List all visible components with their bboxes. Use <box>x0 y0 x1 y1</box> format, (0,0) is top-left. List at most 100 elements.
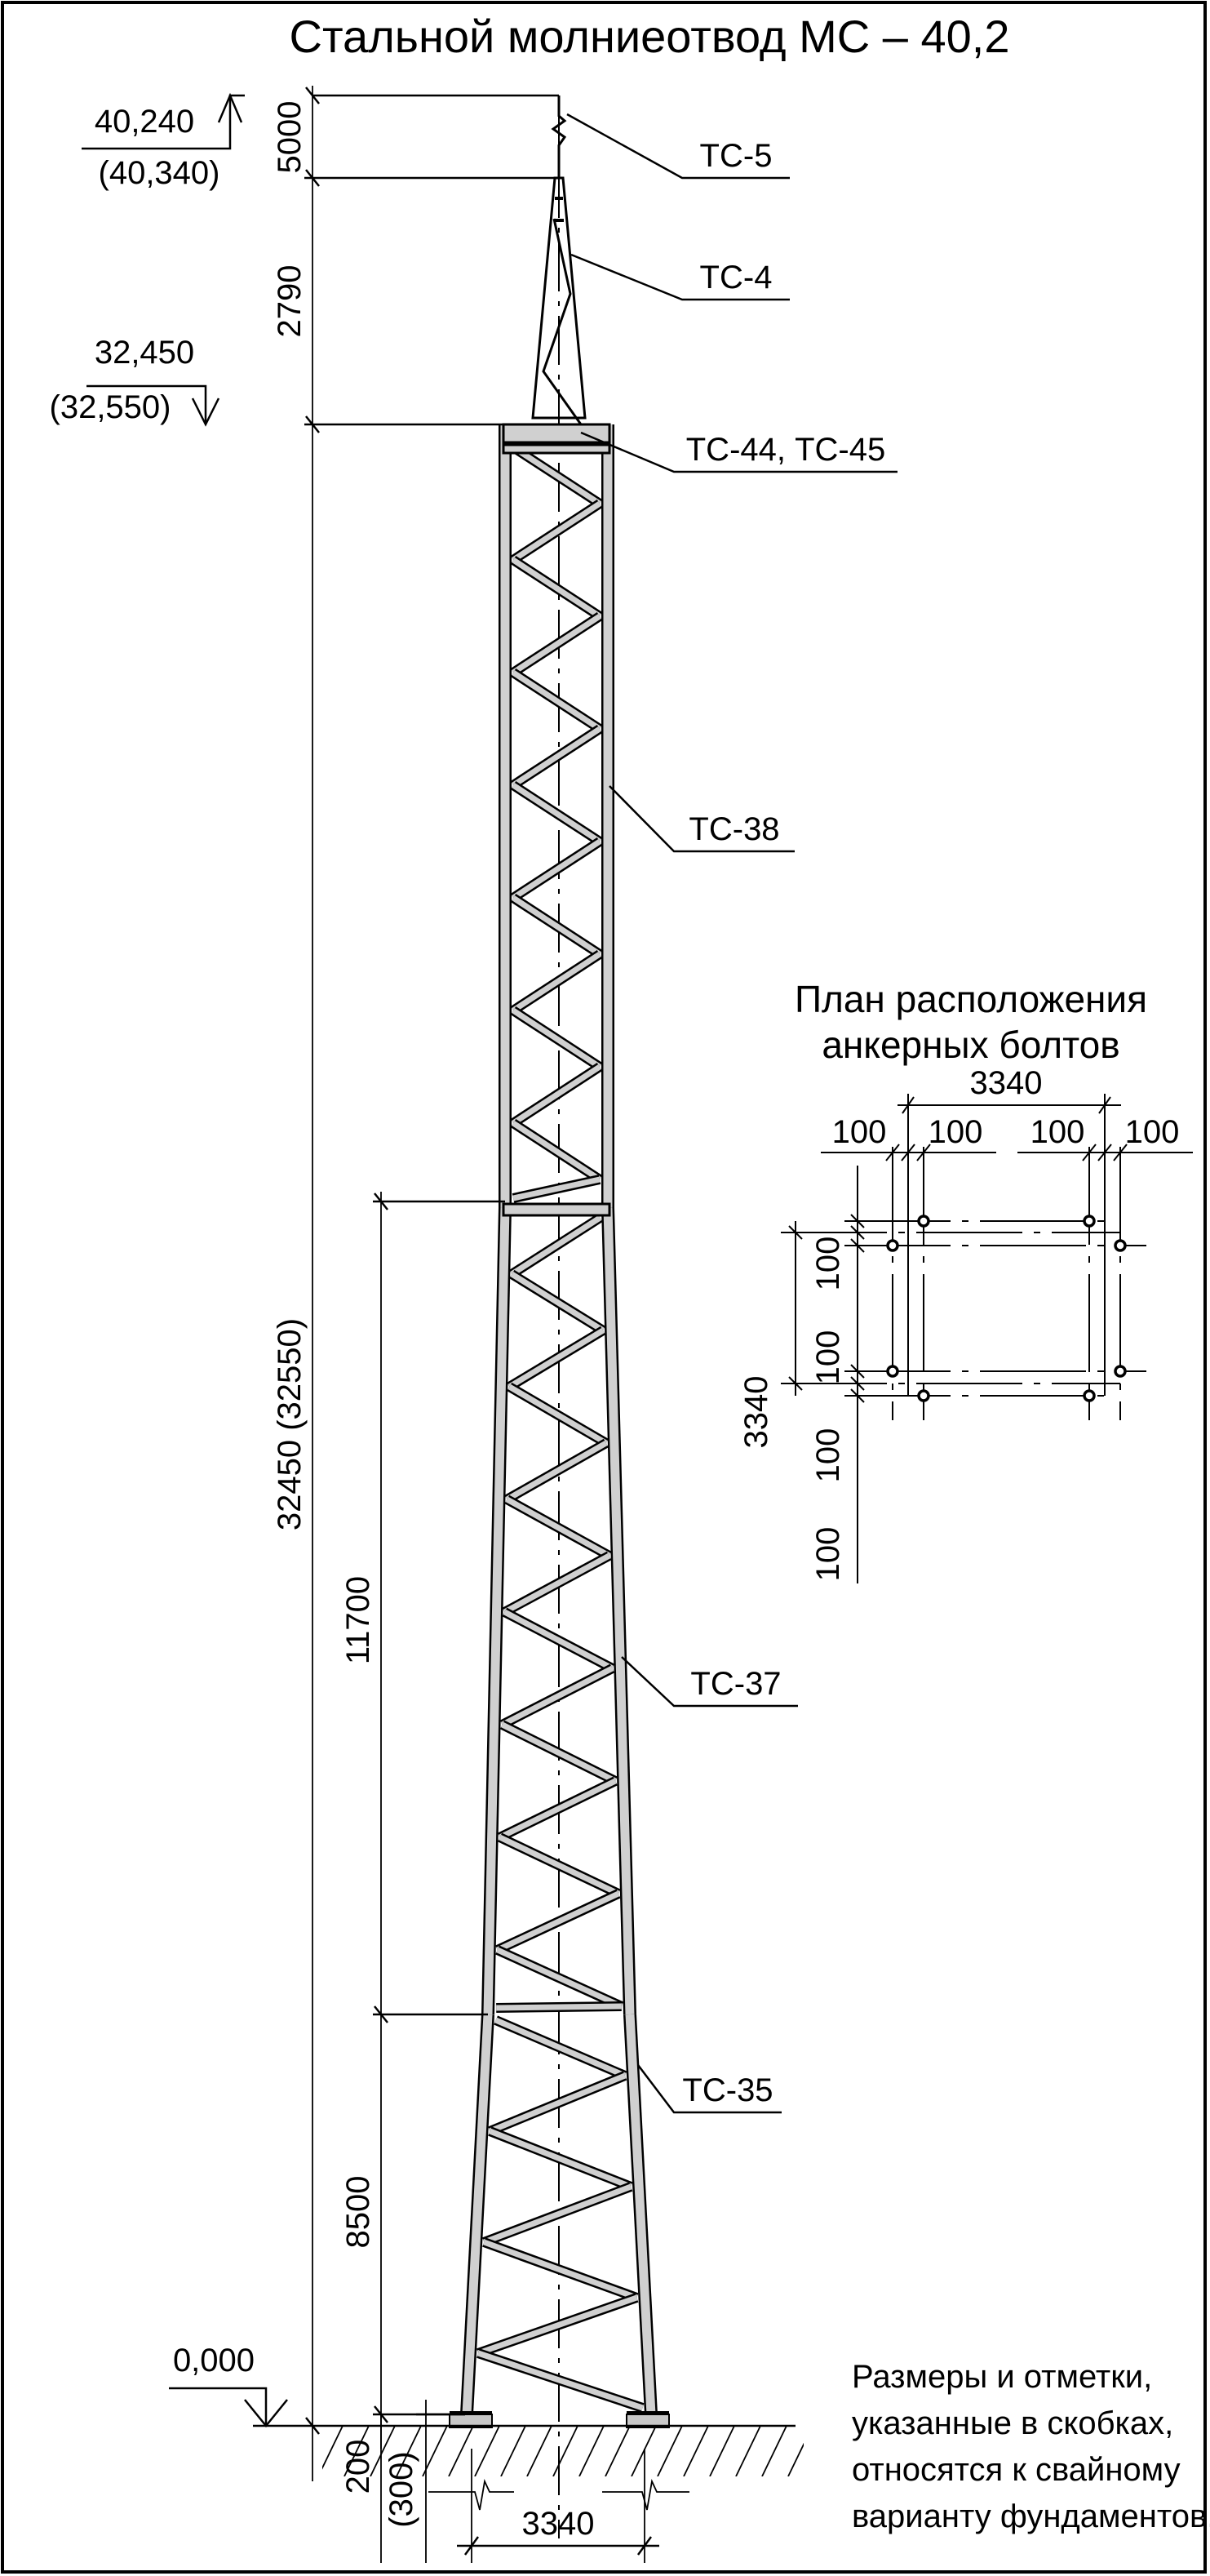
member <box>512 839 601 900</box>
hatch-line <box>526 2426 552 2476</box>
plan-offset-v: 100 <box>810 1428 846 1483</box>
anchor-bolt-icon <box>886 1239 899 1252</box>
plan-tick <box>901 1144 915 1161</box>
member <box>512 501 601 562</box>
member <box>503 1552 611 1615</box>
member <box>510 1215 602 1277</box>
plan-tick <box>850 1238 865 1253</box>
member <box>482 2183 632 2245</box>
tower <box>449 95 670 2428</box>
member <box>503 1609 614 1672</box>
plan-tick <box>1097 1144 1112 1161</box>
plan-tick <box>850 1225 865 1240</box>
anchor-bolt-icon <box>1114 1239 1127 1252</box>
dim-200: 200 <box>340 2440 376 2494</box>
plan-offset-h: 100 <box>832 1114 887 1150</box>
elevation-mid-pile: (32,550) <box>50 389 171 425</box>
hatch-line <box>735 2426 761 2476</box>
dim-base-width: 3340 <box>522 2506 595 2542</box>
dim-2790: 2790 <box>272 265 308 338</box>
member <box>512 952 601 1013</box>
member <box>496 2003 622 2011</box>
member <box>483 2239 638 2301</box>
plan-tick <box>788 1376 803 1391</box>
member <box>505 1496 611 1559</box>
member <box>476 2294 638 2356</box>
member <box>505 1440 608 1503</box>
anchor-bolt-icon <box>1114 1365 1127 1378</box>
plan-tick <box>788 1225 803 1240</box>
plan-offset-h: 100 <box>1125 1114 1180 1150</box>
hatch-line <box>657 2426 683 2476</box>
plan-tick <box>885 1144 900 1161</box>
plan-tick <box>1098 1096 1111 1114</box>
ground-section <box>253 2424 804 2476</box>
hatch-line <box>500 2426 526 2476</box>
elevation-mid: 32,450 <box>95 335 194 371</box>
note-line: указанные в скобках, <box>852 2405 1173 2441</box>
member <box>625 2014 656 2415</box>
member <box>500 1721 617 1784</box>
callout-leader <box>621 1656 798 1708</box>
member <box>507 1383 608 1446</box>
member <box>603 1207 635 2015</box>
member <box>462 2014 493 2415</box>
hatch-line <box>787 2442 804 2476</box>
hatch-line <box>578 2426 605 2476</box>
plan-tick <box>902 1096 915 1114</box>
member <box>489 2128 632 2190</box>
hatch-line <box>343 2426 370 2476</box>
member <box>512 670 601 731</box>
hatch-line <box>761 2426 787 2476</box>
member <box>496 1890 620 1953</box>
callout-label: ТС-35 <box>682 2072 773 2108</box>
member <box>512 445 601 506</box>
plan-tick <box>916 1144 931 1161</box>
hatch-line <box>605 2426 631 2476</box>
callout-leader <box>566 113 790 180</box>
note-line: варианту фундаментов. <box>852 2498 1210 2534</box>
plan-offset-h: 100 <box>929 1114 983 1150</box>
dim-300: (300) <box>383 2451 419 2527</box>
callout-leader <box>637 2064 782 2114</box>
dim-total-height: 32450 (32550) <box>272 1318 308 1530</box>
plan-title-line2: анкерных болтов <box>822 1024 1119 1066</box>
hatch-line <box>422 2426 448 2476</box>
elevation-ground: 0,000 <box>173 2343 255 2378</box>
foundation-dimensions: 200 (300) 3340 <box>340 2400 689 2563</box>
member <box>512 1121 601 1182</box>
callout-label: ТС-38 <box>689 811 779 847</box>
member <box>512 1064 601 1126</box>
note-line: относятся к свайному <box>852 2452 1181 2488</box>
footing <box>626 2414 670 2428</box>
anchor-bolt-icon <box>886 1365 899 1378</box>
member <box>507 1328 605 1389</box>
callout-leader <box>609 785 795 853</box>
anchor-bolt-icon <box>1083 1389 1096 1402</box>
base-plate <box>627 2411 669 2414</box>
member <box>512 614 601 675</box>
anchor-bolt-icon <box>917 1389 930 1402</box>
footing <box>449 2414 493 2428</box>
callout-label: ТС-4 <box>700 260 773 295</box>
member <box>499 1778 617 1841</box>
plan-tick <box>850 1388 865 1403</box>
member <box>512 557 601 619</box>
hatch-line <box>552 2426 578 2476</box>
anchor-bolt-plan: План расположения анкерных болтов 3340 3… <box>738 978 1193 1583</box>
member <box>494 2017 627 2079</box>
member <box>499 1834 620 1897</box>
member <box>510 1272 605 1333</box>
frame-plate <box>502 1202 611 1217</box>
member <box>512 895 601 957</box>
plan-offset-h: 100 <box>1030 1114 1085 1150</box>
lightning-rod <box>551 95 567 178</box>
plan-height: 3340 <box>738 1376 774 1449</box>
plan-tick <box>1113 1144 1128 1161</box>
height-dimensions: 5000 2790 32450 (32550) 11700 8500 <box>272 86 559 2481</box>
plan-tick <box>1082 1144 1097 1161</box>
